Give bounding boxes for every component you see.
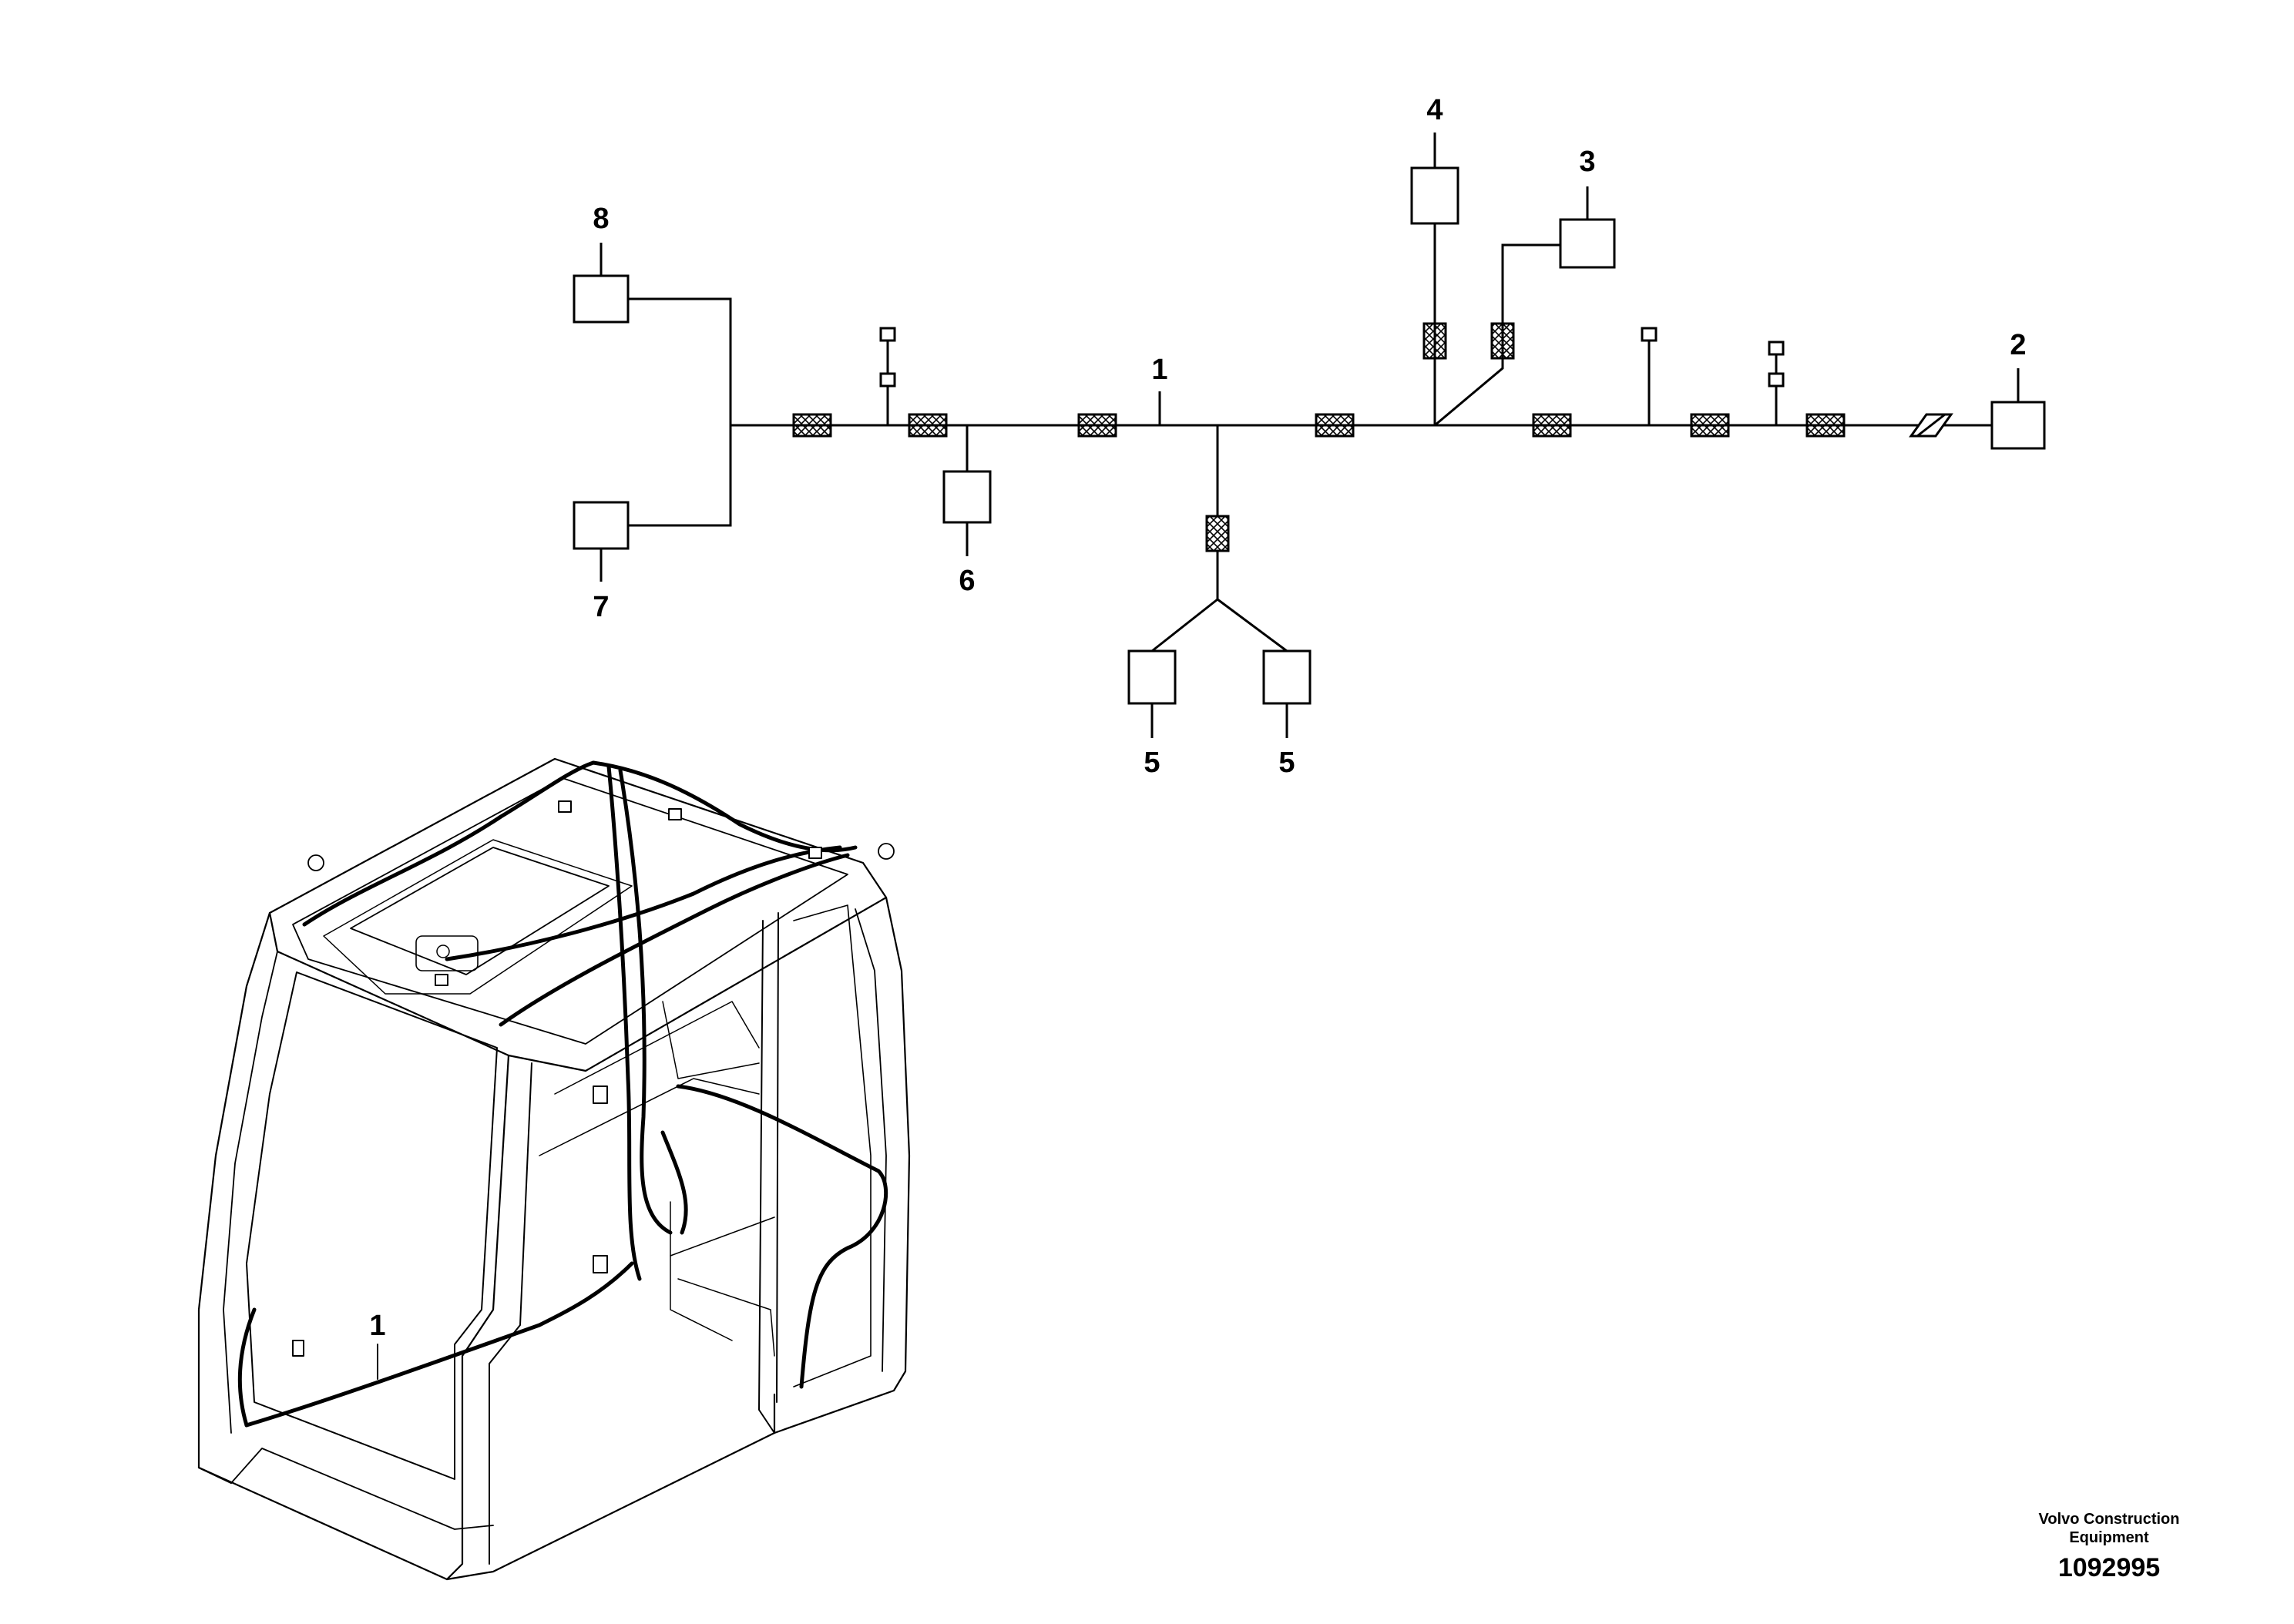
cab-roof bbox=[268, 757, 888, 1072]
callout-1: 1 bbox=[1151, 354, 1167, 386]
front-right-pillar bbox=[445, 1054, 510, 1581]
illustration-callout-1: 1 bbox=[369, 1310, 385, 1342]
cab-illustration bbox=[197, 757, 911, 1581]
roof-bracket bbox=[415, 935, 479, 971]
callout-5b: 5 bbox=[1278, 747, 1295, 779]
company-name-line2: Equipment bbox=[2069, 1529, 2149, 1546]
interior-console bbox=[662, 1001, 760, 1341]
footer-credit: Volvo Construction Equipment 1092995 bbox=[1986, 1510, 2232, 1583]
front-left-pillar-inner bbox=[223, 951, 278, 1434]
connector bbox=[593, 1085, 608, 1104]
rear-pillar-inner bbox=[855, 908, 887, 1372]
callout-7: 7 bbox=[593, 591, 609, 623]
cab-roof-inner bbox=[292, 777, 848, 1045]
tap-sensor-right-2-upper bbox=[1768, 341, 1785, 356]
part-number: 1092995 bbox=[2057, 1553, 2161, 1582]
sleeve bbox=[1315, 413, 1355, 438]
sleeve bbox=[1205, 515, 1230, 552]
illustrated-connectors bbox=[292, 800, 822, 1357]
harness-roof-top bbox=[591, 760, 858, 853]
connector bbox=[558, 800, 572, 813]
sleeve bbox=[1690, 413, 1730, 438]
company-name-line1: Volvo Construction bbox=[2038, 1511, 2180, 1528]
tap-sensor-left-lower bbox=[879, 372, 896, 388]
sleeve bbox=[1077, 413, 1117, 438]
connector bbox=[808, 847, 822, 859]
callout-6: 6 bbox=[959, 565, 975, 597]
sleeve bbox=[908, 413, 948, 438]
side-window bbox=[793, 904, 872, 1387]
harness-floor bbox=[244, 1261, 634, 1428]
component-2 bbox=[1990, 401, 2046, 450]
branch-to-7 bbox=[628, 425, 732, 527]
front-right-pillar-2 bbox=[489, 1062, 532, 1565]
harness-pillar-down-2 bbox=[618, 768, 673, 1235]
harness-roof-cross bbox=[445, 845, 842, 961]
component-8 bbox=[573, 274, 630, 324]
callout-5a: 5 bbox=[1144, 747, 1160, 779]
lifting-eye-left bbox=[307, 854, 324, 871]
schematic-callouts: 1 2 3 4 5 5 6 7 8 bbox=[593, 94, 2026, 779]
harness-schematic bbox=[573, 133, 2046, 738]
lifting-eye-right bbox=[878, 843, 895, 860]
harness-roof-front bbox=[302, 760, 596, 927]
interior-back-wall bbox=[539, 1001, 775, 1357]
rear-pillar bbox=[773, 896, 911, 1434]
inline-connector-slash bbox=[1916, 413, 1946, 438]
connector bbox=[292, 1340, 304, 1357]
sleeve bbox=[1532, 413, 1572, 438]
callout-3: 3 bbox=[1579, 146, 1595, 178]
callout-8: 8 bbox=[593, 203, 609, 235]
cab-floor-base bbox=[197, 1393, 776, 1581]
sleeve bbox=[1805, 413, 1846, 438]
component-5b bbox=[1262, 649, 1312, 705]
door-pillar bbox=[758, 920, 775, 1434]
sleeve bbox=[1490, 322, 1515, 360]
roof-light bbox=[436, 945, 450, 958]
harness-rear-loop bbox=[676, 1084, 888, 1389]
component-6 bbox=[942, 470, 992, 524]
sleeves-vertical bbox=[1205, 322, 1515, 552]
cab-floor-inner bbox=[230, 1448, 494, 1530]
connector bbox=[435, 974, 448, 986]
harness-front-pillar bbox=[237, 1307, 257, 1428]
harness-roof-right bbox=[499, 853, 850, 1027]
roof-hatch bbox=[350, 847, 610, 975]
branch-to-8 bbox=[628, 297, 732, 425]
front-window bbox=[246, 971, 498, 1480]
illustrated-harness bbox=[237, 760, 888, 1428]
harness-side-drop bbox=[660, 1130, 688, 1235]
branch-to-5a bbox=[1151, 598, 1218, 653]
connector bbox=[593, 1255, 608, 1273]
component-7 bbox=[573, 501, 630, 550]
branch-to-3 bbox=[1434, 243, 1560, 427]
branch-to-5b bbox=[1217, 598, 1288, 653]
tap-sensor-right-1 bbox=[1641, 327, 1658, 342]
sleeves-horizontal bbox=[792, 413, 1846, 438]
component-5a bbox=[1127, 649, 1177, 705]
connector bbox=[668, 808, 682, 820]
component-4 bbox=[1410, 166, 1459, 225]
front-left-pillar bbox=[197, 911, 271, 1485]
sleeve bbox=[1422, 322, 1447, 360]
door-pillar-2 bbox=[776, 912, 779, 1403]
component-3 bbox=[1559, 218, 1616, 269]
harness-pillar-down bbox=[606, 764, 642, 1281]
tap-sensor-right-2-lower bbox=[1768, 372, 1785, 388]
sleeve bbox=[792, 413, 832, 438]
tap-sensor-left-upper bbox=[879, 327, 896, 342]
callout-2: 2 bbox=[2010, 329, 2026, 361]
callout-4: 4 bbox=[1426, 94, 1443, 126]
